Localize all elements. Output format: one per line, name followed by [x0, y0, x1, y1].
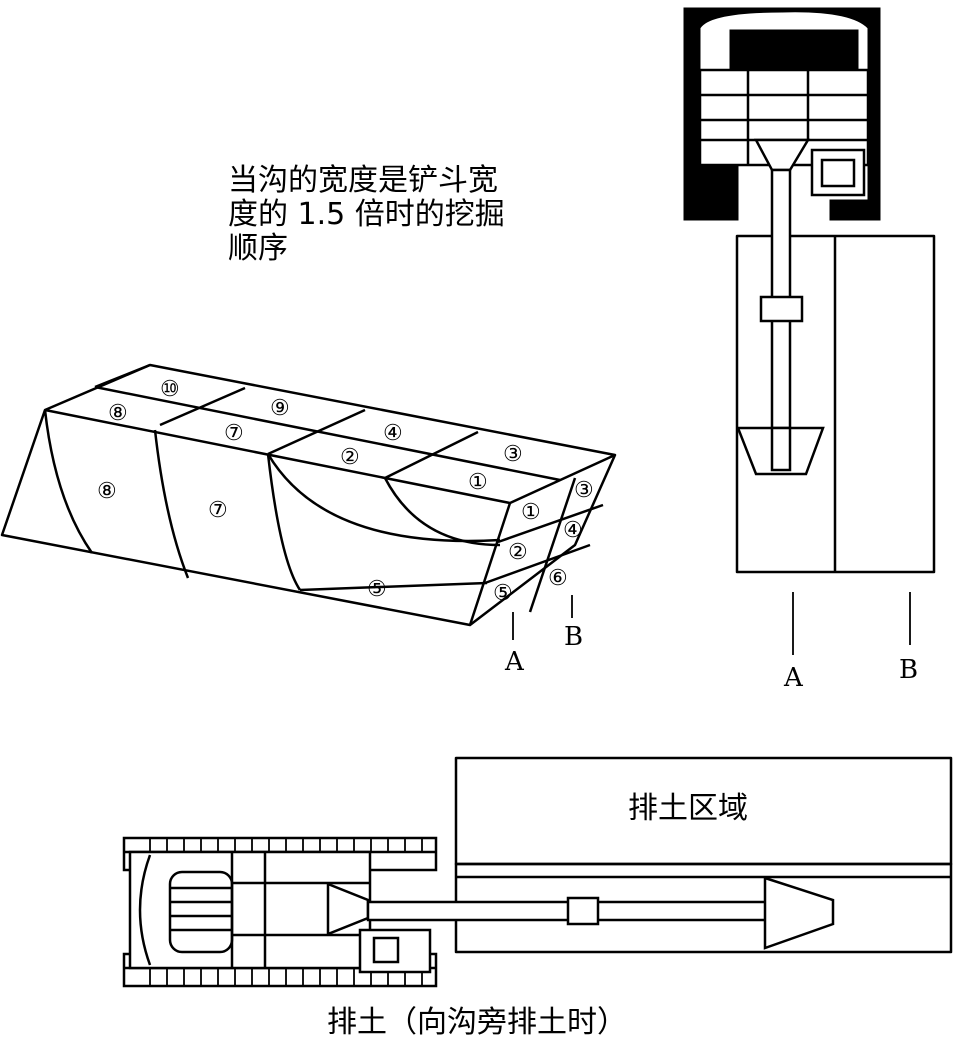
trench-block: ⑩ ⑧ ⑨ ⑦ ④ ② ③ ① ⑧ ⑦ ⑤ ① ③ ② ④ ⑤ ⑥ A B — [0, 363, 617, 677]
label-top-4: ④ — [383, 421, 403, 446]
engine-cover — [168, 870, 234, 954]
label-a-left: A — [504, 647, 525, 677]
front-curve-2 — [153, 429, 190, 579]
label-side-5: ⑤ — [367, 577, 387, 602]
end-face-grid-2 — [484, 543, 591, 585]
trench-outline — [0, 363, 617, 627]
boom-joint — [759, 295, 804, 323]
boom-joint-bottom — [566, 896, 600, 926]
top-cross-3 — [384, 430, 479, 480]
label-b-left: B — [564, 622, 583, 652]
engine-block — [729, 29, 859, 71]
bucket-inner — [770, 426, 792, 472]
caption-line-2: 度的 1.5 倍时的挖掘 — [228, 197, 505, 232]
end-face-grid-1 — [497, 503, 604, 544]
cab-window — [820, 158, 856, 188]
excavator-top-view: A B — [683, 7, 936, 693]
label-end-4: ④ — [563, 518, 583, 543]
label-end-6: ⑥ — [548, 566, 568, 591]
caption: 当沟的宽度是铲斗宽 度的 1.5 倍时的挖掘 顺序 — [228, 163, 505, 266]
label-top-2: ② — [340, 445, 360, 470]
label-top-1: ① — [468, 470, 488, 495]
front-curve-5 — [383, 477, 501, 547]
cab-window-bottom — [372, 936, 400, 964]
dump-area-label: 排土区域 — [628, 791, 748, 826]
label-top-7: ⑦ — [224, 421, 244, 446]
top-cross-2 — [267, 408, 366, 456]
label-end-3: ③ — [574, 478, 594, 503]
track-ticks — [149, 838, 423, 986]
caption-line-3: 顺序 — [228, 231, 288, 266]
front-curve-3 — [266, 453, 302, 591]
end-face-mid-edge — [528, 477, 577, 613]
dumping-view: 排土区域 排土（向沟 — [122, 756, 953, 1039]
top-cross-1 — [159, 386, 246, 427]
label-end-5: ⑤ — [493, 581, 513, 606]
top-back-edge — [94, 363, 151, 389]
label-a-right: A — [783, 663, 804, 693]
body-curve — [138, 854, 152, 966]
front-curve-1 — [43, 409, 94, 554]
label-b-right: B — [899, 655, 918, 685]
label-end-1: ① — [521, 500, 541, 525]
label-top-10: ⑩ — [160, 377, 180, 402]
bucket-bottom — [763, 876, 835, 950]
label-top-3: ③ — [503, 442, 523, 467]
front-bottom-split — [299, 581, 488, 592]
bottom-caption: 排土（向沟旁排土时） — [327, 1005, 627, 1039]
label-top-8: ⑧ — [108, 401, 128, 426]
label-end-2: ② — [508, 540, 528, 565]
label-side-7: ⑦ — [208, 498, 228, 523]
top-mid-line — [94, 385, 561, 482]
front-top-edge — [44, 408, 616, 505]
caption-line-1: 当沟的宽度是铲斗宽 — [228, 163, 498, 198]
end-face-left-edge — [468, 502, 512, 626]
excavator-frame — [683, 7, 881, 221]
front-curve-4 — [266, 453, 501, 543]
label-top-9: ⑨ — [270, 396, 290, 421]
label-side-8: ⑧ — [97, 479, 117, 504]
